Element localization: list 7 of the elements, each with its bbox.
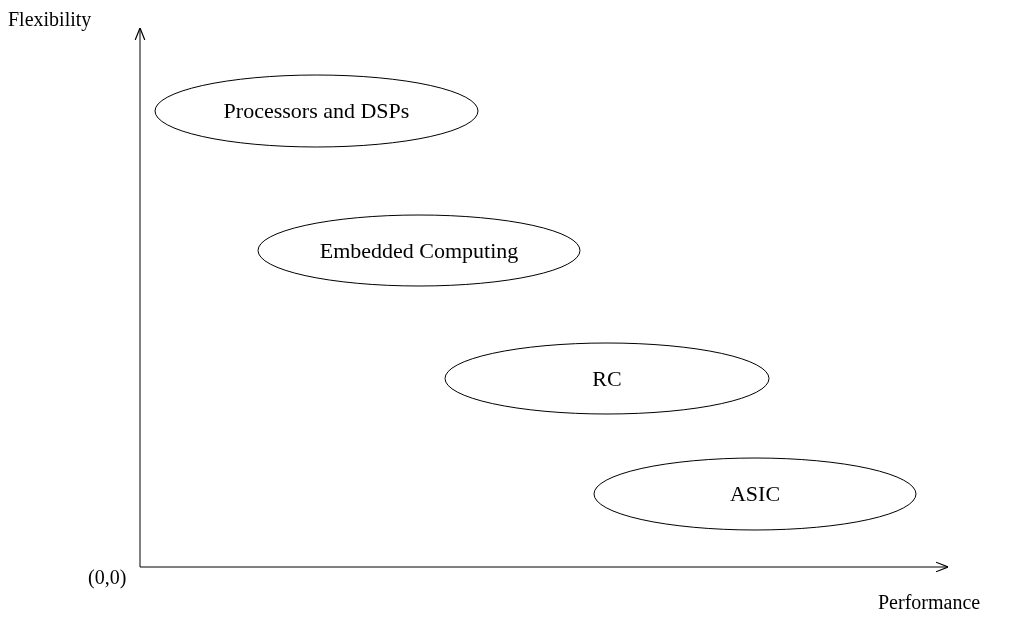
node-label: RC <box>592 365 622 392</box>
axis-label: Flexibility <box>8 8 92 31</box>
node-label: Processors and DSPs <box>223 98 410 124</box>
axis-label: (0,0) <box>88 566 127 589</box>
node-label: Embedded Computing <box>319 237 519 264</box>
axis-label: Performance <box>878 591 981 614</box>
node-label: ASIC <box>729 481 781 507</box>
